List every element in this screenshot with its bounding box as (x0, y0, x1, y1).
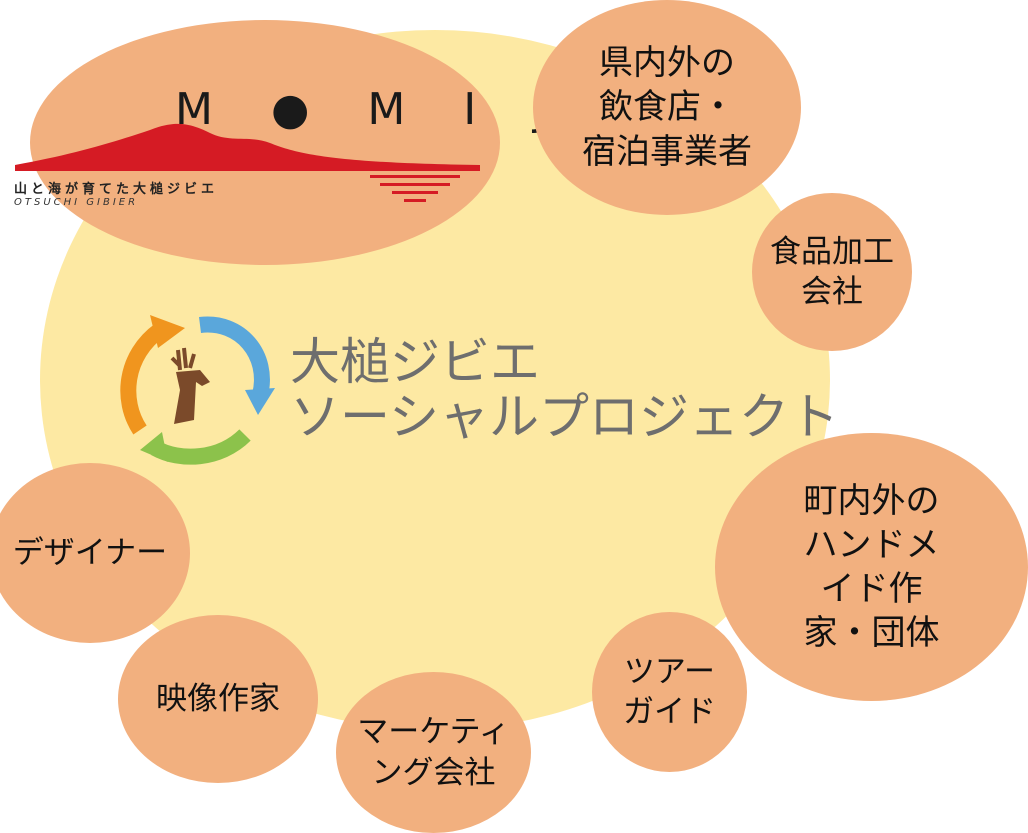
project-title: 大槌ジビエ ソーシャルプロジェクト (290, 335, 839, 445)
bubble-food-processing: 食品加工 会社 (752, 193, 912, 351)
project-title-line1: 大槌ジビエ (290, 333, 540, 391)
project-title-line2: ソーシャルプロジェクト (290, 388, 839, 446)
bubble-marketing: マーケティ ング会社 (336, 672, 531, 833)
bubble-tour-guide: ツアー ガイド (592, 612, 747, 772)
momiji-tagline-en: OTSUCHI GIBIER (14, 197, 139, 208)
bubble-restaurants: 県内外の 飲食店・ 宿泊事業者 (533, 0, 801, 215)
deer-recycle-icon (120, 315, 275, 465)
bubble-video: 映像作家 (118, 615, 318, 783)
bubble-handmade: 町内外の ハンドメ イド作 家・団体 (715, 433, 1028, 701)
momiji-tagline: 山と海が育てた大槌ジビエ (14, 182, 219, 197)
bubble-designer: デザイナー (0, 463, 190, 643)
momiji-mountain-logo (15, 123, 480, 202)
